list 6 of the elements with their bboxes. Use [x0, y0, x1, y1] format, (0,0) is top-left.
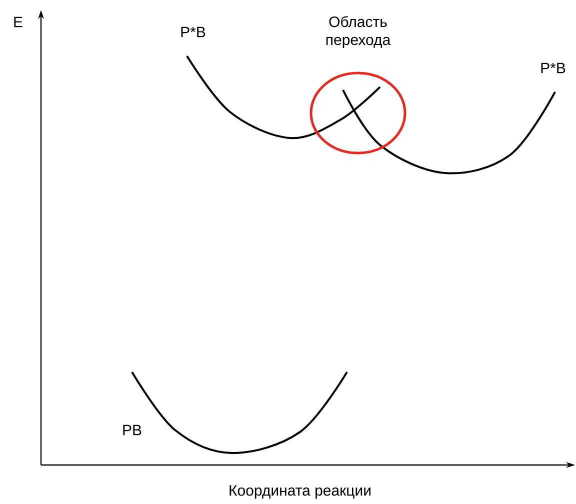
axis-label: E	[14, 16, 22, 28]
curve-label: P*B	[181, 26, 206, 38]
region-label: Область перехода	[326, 16, 391, 48]
curve-label: PB	[123, 424, 142, 436]
curve-label: P*B	[541, 62, 566, 74]
axis-label: Координата реакции	[230, 485, 370, 499]
